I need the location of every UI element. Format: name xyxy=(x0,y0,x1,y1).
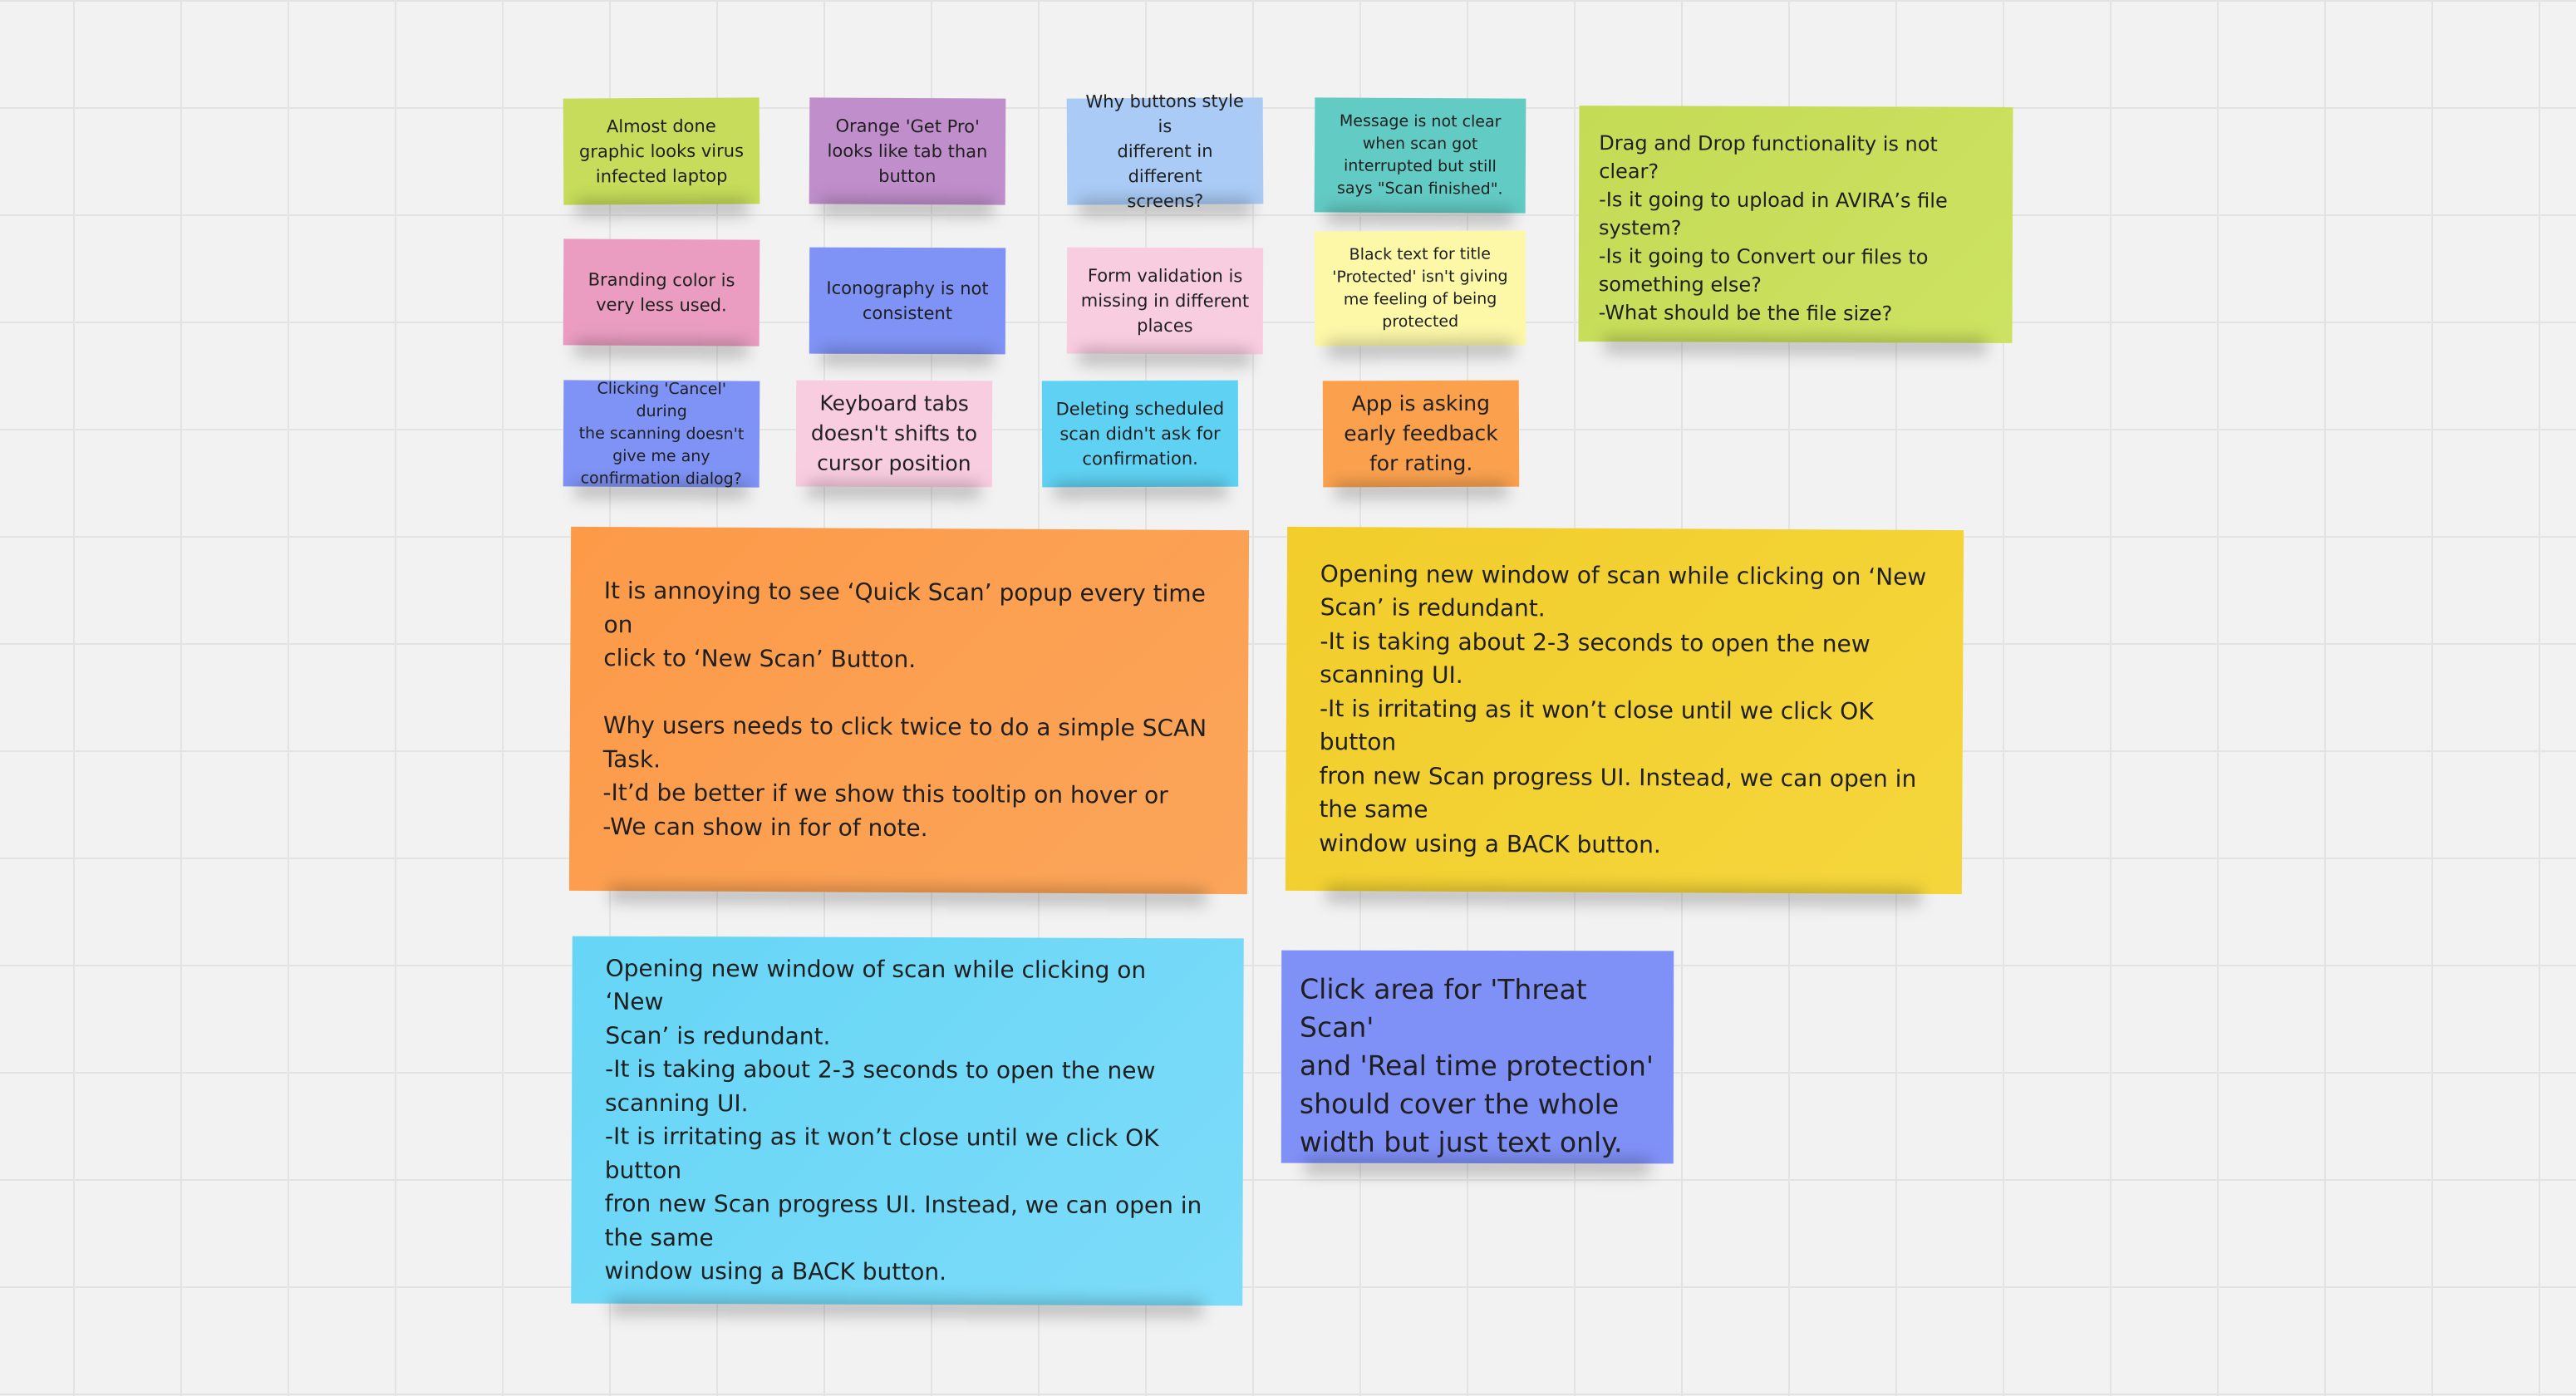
sticky-note-text: App is asking early feedback for rating. xyxy=(1344,391,1498,476)
sticky-note-text: Branding color is very less used. xyxy=(587,269,735,316)
sticky-note-text: Orange 'Get Pro' looks like tab than but… xyxy=(827,116,988,187)
sticky-note-text: Drag and Drop functionality is not clear… xyxy=(1598,131,1948,326)
sticky-note-protected-title[interactable]: Black text for title 'Protected' isn't g… xyxy=(1314,230,1526,347)
sticky-note-new-window-cyan[interactable]: Opening new window of scan while clickin… xyxy=(571,936,1244,1306)
sticky-note-text: It is annoying to see ‘Quick Scan’ popup… xyxy=(602,577,1207,842)
sticky-note-virus-graphic[interactable]: Almost done graphic looks virus infected… xyxy=(563,97,760,205)
sticky-note-text: Keyboard tabs doesn't shifts to cursor p… xyxy=(810,391,978,476)
sticky-note-text: Almost done graphic looks virus infected… xyxy=(578,116,745,187)
sticky-note-delete-scheduled[interactable]: Deleting scheduled scan didn't ask for c… xyxy=(1041,380,1239,488)
sticky-note-text: Click area for 'Threat Scan' and 'Real t… xyxy=(1299,972,1654,1159)
sticky-note-text: Opening new window of scan while clickin… xyxy=(1319,559,1927,858)
sticky-note-scan-message[interactable]: Message is not clear when scan got inter… xyxy=(1314,97,1526,214)
sticky-note-cancel-scan[interactable]: Clicking 'Cancel' during the scanning do… xyxy=(563,379,760,489)
sticky-note-text: Deleting scheduled scan didn't ask for c… xyxy=(1055,398,1225,469)
sticky-note-text: Message is not clear when scan got inter… xyxy=(1337,111,1503,199)
sticky-note-text: Why buttons style is different in differ… xyxy=(1085,91,1244,212)
sticky-note-button-style[interactable]: Why buttons style is different in differ… xyxy=(1066,91,1264,211)
sticky-note-branding-color[interactable]: Branding color is very less used. xyxy=(563,238,760,347)
sticky-note-text: Iconography is not consistent xyxy=(826,278,989,324)
sticky-note-text: Clicking 'Cancel' during the scanning do… xyxy=(578,379,745,489)
sticky-note-text: Form validation is missing in different … xyxy=(1080,265,1250,337)
sticky-note-early-feedback[interactable]: App is asking early feedback for rating. xyxy=(1322,380,1520,488)
sticky-note-new-window-yellow[interactable]: Opening new window of scan while clickin… xyxy=(1285,526,1964,895)
sticky-note-form-validation[interactable]: Form validation is missing in different … xyxy=(1066,247,1264,355)
sticky-note-text: Black text for title 'Protected' isn't g… xyxy=(1332,244,1508,332)
sticky-note-quick-scan-popup[interactable]: It is annoying to see ‘Quick Scan’ popup… xyxy=(568,526,1250,895)
sticky-note-drag-and-drop[interactable]: Drag and Drop functionality is not clear… xyxy=(1578,106,2013,343)
sticky-note-keyboard-tabs[interactable]: Keyboard tabs doesn't shifts to cursor p… xyxy=(795,380,993,488)
sticky-note-get-pro[interactable]: Orange 'Get Pro' looks like tab than but… xyxy=(809,97,1006,205)
sticky-note-text: Opening new window of scan while clickin… xyxy=(604,954,1202,1286)
sticky-note-click-area[interactable]: Click area for 'Threat Scan' and 'Real t… xyxy=(1281,950,1674,1164)
sticky-note-iconography[interactable]: Iconography is not consistent xyxy=(809,247,1006,355)
